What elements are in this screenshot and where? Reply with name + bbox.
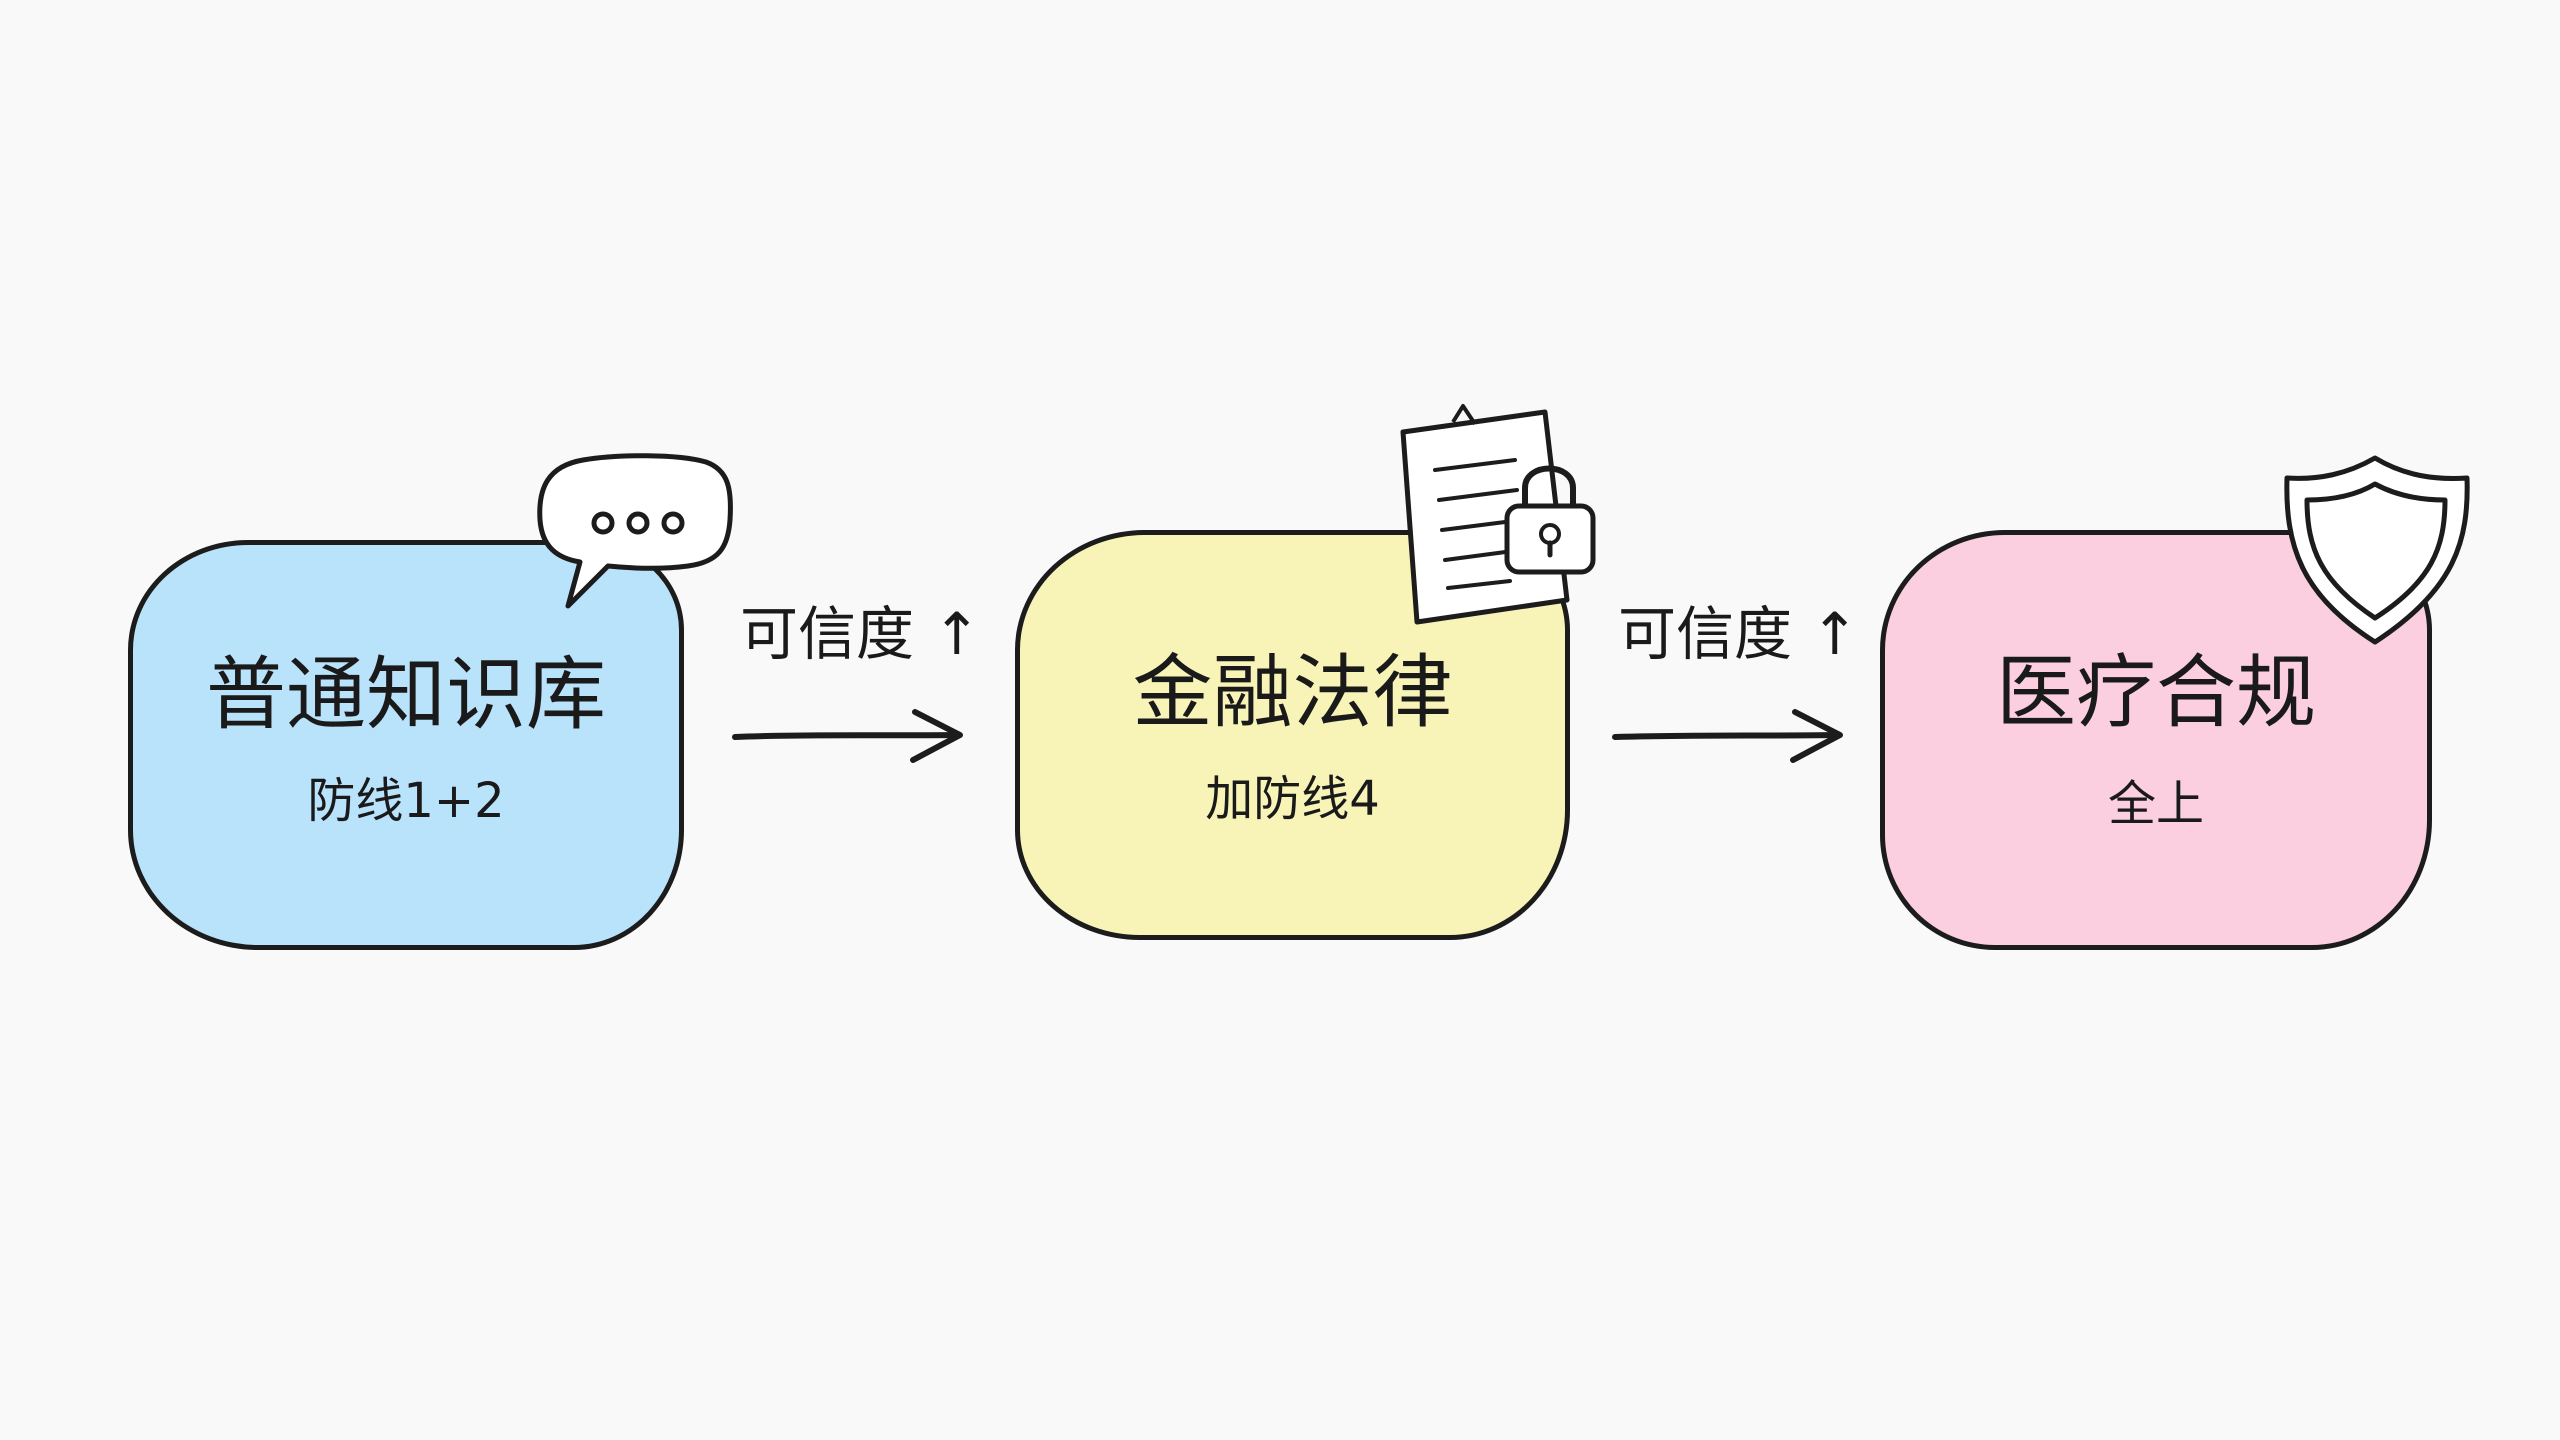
arrow-label: 可信度 ↑ — [1618, 600, 1860, 668]
arrow-right-icon — [1612, 709, 1843, 763]
stage-subtitle: 加防线4 — [1205, 771, 1380, 827]
stage-title: 医疗合规 — [1996, 646, 2316, 739]
shield-icon — [2284, 455, 2470, 645]
stage-title: 普通知识库 — [206, 648, 606, 741]
arrow-label: 可信度 ↑ — [740, 600, 982, 668]
stage-subtitle: 全上 — [2107, 776, 2204, 832]
arrow-right-icon — [732, 709, 963, 763]
stage-title: 金融法律 — [1132, 646, 1453, 739]
locked-document-icon — [1400, 404, 1596, 625]
stage-box-basic-knowledge: 普通知识库 防线1+2 — [128, 540, 684, 950]
stage-subtitle: 防线1+2 — [307, 773, 505, 829]
speech-bubble-icon — [537, 453, 733, 609]
